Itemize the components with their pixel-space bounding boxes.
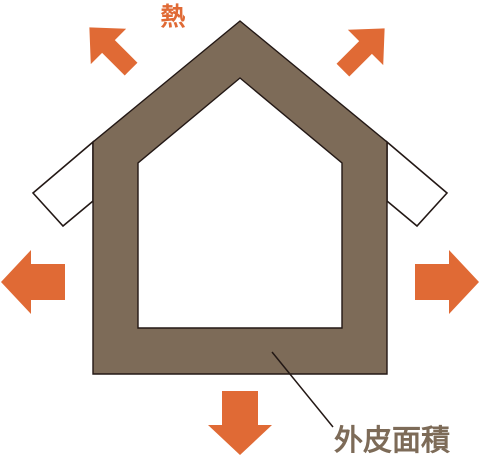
heat-arrow-up-right	[336, 28, 385, 77]
house-envelope	[92, 20, 388, 375]
heat-arrows	[1, 27, 479, 455]
heat-label: 熱	[160, 2, 185, 31]
roof-eaves	[31, 140, 449, 228]
area-label: 外皮面積	[334, 423, 450, 457]
left-eave	[31, 140, 94, 228]
heat-arrow-down	[208, 391, 272, 455]
heat-arrow-left	[1, 250, 65, 314]
area-leader-line	[271, 351, 334, 428]
heat-arrow-right	[415, 250, 479, 314]
heat-arrow-up-left	[89, 27, 138, 76]
right-eave	[386, 140, 449, 228]
